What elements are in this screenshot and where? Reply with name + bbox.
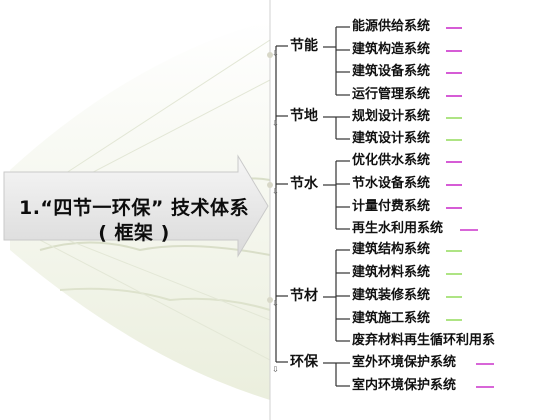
- item-building-decoration: 建筑装修系统: [352, 288, 431, 303]
- item-metering-billing: 计量付费系统: [352, 199, 431, 214]
- item-building-materials: 建筑材料系统: [352, 265, 431, 280]
- title-line-2: ( 框架 ): [98, 222, 170, 244]
- title-arrow-shape: [3, 154, 269, 258]
- category-land: 节地: [290, 108, 318, 124]
- item-planning-design: 规划设计系统: [352, 109, 431, 124]
- item-architectural-design: 建筑设计系统: [352, 131, 431, 146]
- item-water-supply-optimization: 优化供水系统: [352, 153, 431, 168]
- item-outdoor-environment: 室外环境保护系统: [352, 355, 457, 370]
- category-environment: 环保: [290, 354, 318, 370]
- item-indoor-environment: 室内环境保护系统: [352, 378, 457, 393]
- svg-text:⇩: ⇩: [272, 365, 279, 374]
- title-line-1: 1.“四节一环保” 技术体系: [18, 197, 250, 219]
- item-waste-recycling: 废弃材料再生循环利用系: [352, 333, 496, 348]
- category-material: 节材: [290, 288, 318, 304]
- svg-text:⇩: ⇩: [272, 299, 279, 308]
- category-energy: 节能: [290, 38, 318, 54]
- item-operation-management: 运行管理系统: [352, 87, 431, 102]
- item-water-saving-equipment: 节水设备系统: [352, 176, 431, 191]
- svg-text:⇩: ⇩: [272, 119, 279, 128]
- item-building-structure: 建筑结构系统: [352, 242, 431, 257]
- svg-text:⇩: ⇩: [272, 187, 279, 196]
- item-energy-supply: 能源供给系统: [352, 19, 431, 34]
- category-water: 节水: [290, 176, 318, 192]
- item-building-construction-work: 建筑施工系统: [352, 311, 431, 326]
- item-building-equipment: 建筑设备系统: [352, 64, 431, 79]
- svg-text:⇩: ⇩: [272, 49, 279, 58]
- item-reclaimed-water: 再生水利用系统: [352, 221, 444, 236]
- item-building-construction: 建筑构造系统: [352, 42, 431, 57]
